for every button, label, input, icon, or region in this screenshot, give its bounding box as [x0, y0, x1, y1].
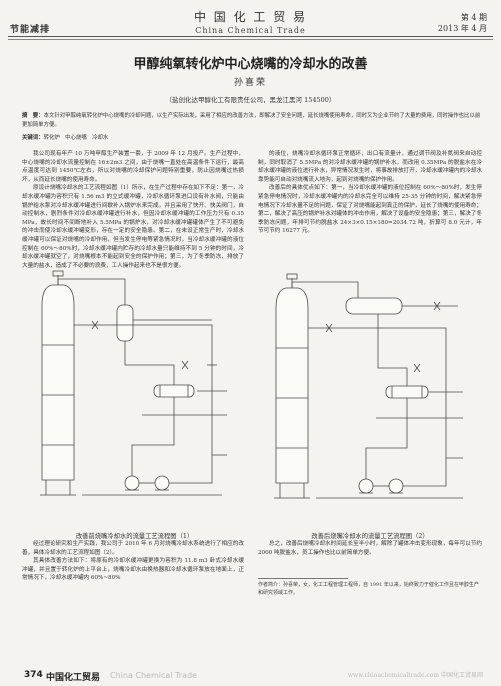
author-bio-footnote: 作者简介：孙喜荣，女，化工工程管理工程师，自 1991 年以来，始终致力于催化工… — [258, 582, 479, 596]
figure-caption-after: 改善后烧嘴冷却水的流量工艺流程图（2） — [311, 533, 429, 540]
issue-date: 2013 年 4 月 — [437, 24, 487, 33]
body-column-left-top: 我公司现有年产 10 万吨甲醇生产装置一套，于 2009 年 12 月投产。生产… — [22, 150, 244, 270]
keywords-text: 转化炉 中心烧嘴 冷却水 — [43, 135, 109, 141]
issue-info: 第 4 期 2013 年 4 月 — [438, 12, 487, 34]
journal-name-cn: 中 国 化 工 贸 易 — [193, 10, 308, 24]
header-rule-thin — [8, 39, 493, 40]
abstract-text: 本文针对甲醇纯氧转化炉中心烧嘴的冷却问题，以生产实际出发，采用了相应的改善方法，… — [22, 113, 481, 128]
abstract-label: 摘 要： — [22, 113, 44, 119]
article-title: 甲醇纯氧转化炉中心烧嘴的冷却水的改善 — [133, 57, 368, 72]
paragraph: 其具体改善方法如下：将原有的冷却水缓冲罐更换为容积为 11.8 m3 卧式冷却水… — [22, 558, 244, 582]
paragraph: 原设计烧嘴冷却水的工艺流程如图（1）所示，在生产过程中存在如下不足：第一，冷却水… — [22, 185, 244, 269]
body-column-left-bottom: 经过理论研究和生产实践，我公司于 2010 年 6 月对烧嘴冷却水系统进行了相应… — [22, 540, 244, 583]
abstract: 摘 要：本文针对甲醇纯氧转化炉中心烧嘴的冷却问题，以生产实际出发，采用了相应的改… — [22, 112, 482, 130]
header-rule — [8, 36, 493, 37]
section-label: 节能减排 — [10, 25, 51, 35]
keywords-label: 关键词： — [22, 135, 44, 141]
body-column-right-bottom: 总之，改善后烧嘴冷却水时间延长至半小时，解除了罐体冲击变形现象，每年可以节约 2… — [258, 540, 482, 557]
body-column-right-top: 的液位，烧嘴冷却水循环泵正常循环，出口有流量计，通过调节阀及补氮阀来自动控制，同… — [258, 150, 482, 236]
figure-caption-before: 改善前烧嘴冷却水的流量工艺流程图（1） — [75, 533, 194, 540]
paragraph: 的液位，烧嘴冷却水循环泵正常循环，出口有流量计，通过调节阀及补氮阀来自动控制，同… — [258, 151, 482, 183]
process-flow-diagram-before — [40, 270, 227, 496]
paragraph: 我公司现有年产 10 万吨甲醇生产装置一套，于 2009 年 12 月投产。生产… — [22, 151, 244, 183]
paragraph: 经过理论研究和生产实践，我公司于 2010 年 6 月对烧嘴冷却水系统进行了相应… — [22, 541, 244, 556]
paragraph: 总之，改善后烧嘴冷却水时间延长至半小时，解除了罐体冲击变形现象，每年可以节约 2… — [258, 541, 482, 556]
footer-journal-name: 中国化工贸易 — [46, 673, 101, 683]
article-affiliation: （盐创化达甲醇化工有限责任公司，黑龙江黑河 154500） — [165, 96, 336, 104]
footer-journal-name-en: China Chemical Trade — [110, 671, 197, 680]
watermark: www.chinachemicaltrade.com 中国化工贸易网 — [347, 672, 483, 679]
journal-name-en: China Chemical Trade — [195, 26, 306, 35]
process-flow-diagram-after — [274, 273, 463, 499]
keywords: 关键词：转化炉 中心烧嘴 冷却水 — [22, 133, 482, 141]
page-number: 374 — [24, 670, 43, 680]
issue-number: 第 4 期 — [460, 13, 487, 22]
footnote-rule — [258, 578, 348, 579]
article-author: 孙喜荣 — [233, 78, 267, 88]
journal-header: 中 国 化 工 贸 易 China Chemical Trade — [0, 8, 501, 35]
paragraph: 改善后的具体优点如下：第一，当冷却水缓冲罐的液位控制在 60%～80%时，发生停… — [258, 185, 482, 235]
